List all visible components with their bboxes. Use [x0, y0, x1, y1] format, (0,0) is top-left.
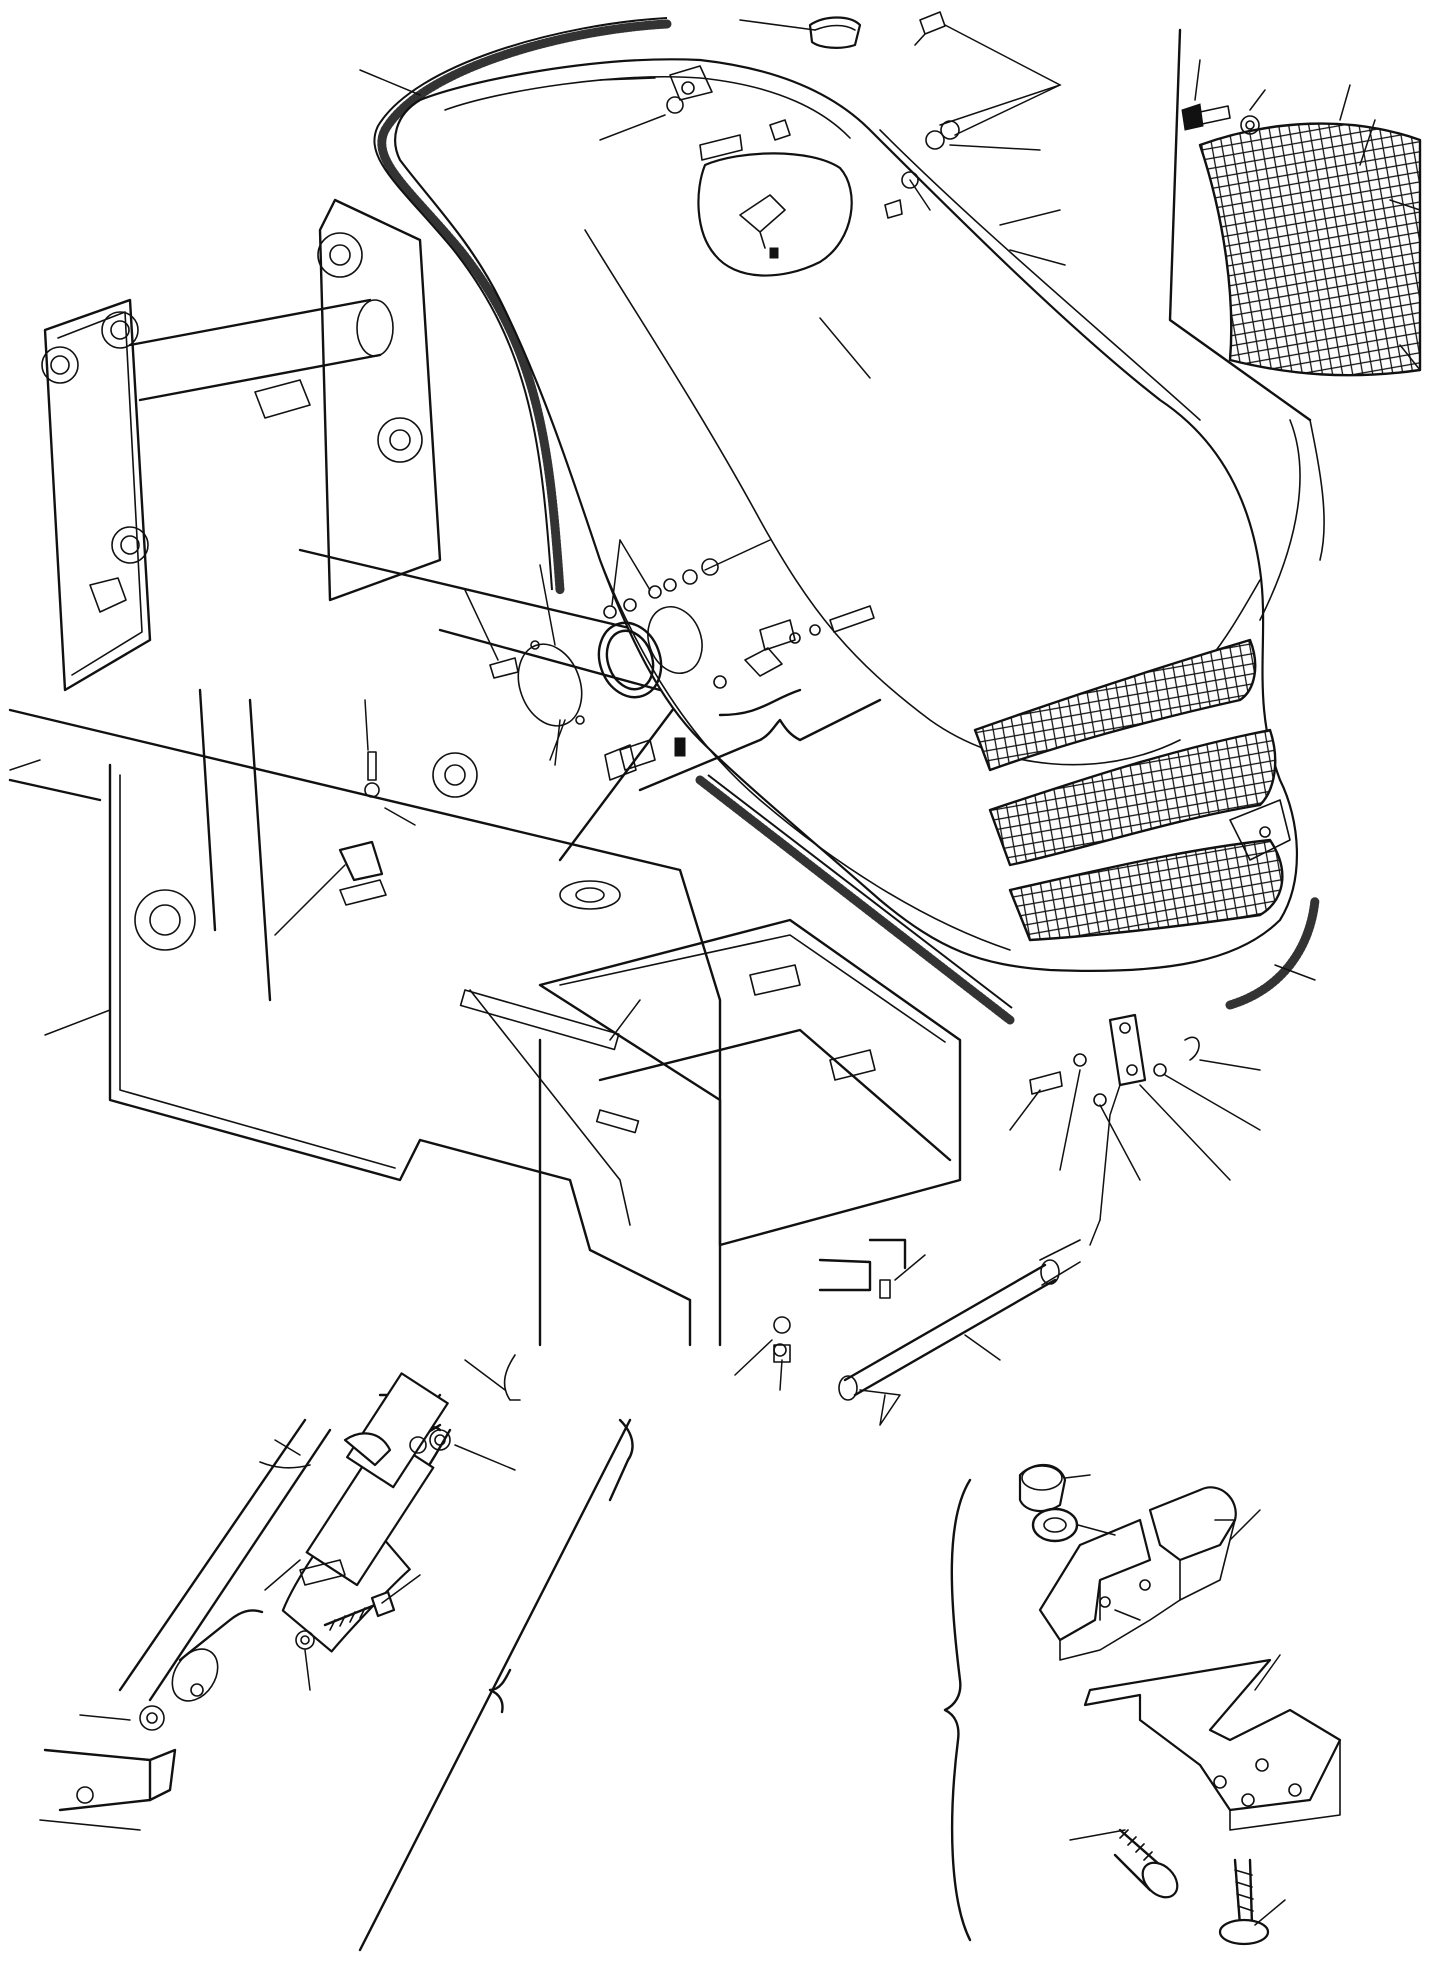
misc-hardware: [773, 11, 960, 1357]
detail-mesh-panel: [1168, 28, 1422, 621]
side-cover-fittings: [338, 558, 882, 906]
latch-screw: [1113, 1828, 1179, 1899]
hood-latch-assembly: [1038, 1486, 1237, 1661]
leader-lines: [9, 19, 1421, 1926]
hood-hinge-rod: [773, 1013, 1200, 1401]
chassis-frame: [8, 198, 962, 1347]
front-grille-mesh: [973, 638, 1291, 942]
latch-nut: [1018, 1463, 1079, 1543]
bonnet-catch-inset: [1018, 1463, 1342, 1946]
countersunk-screw: [1218, 1858, 1270, 1946]
hood-seal-strip: [373, 17, 1320, 1025]
latch-bracket: [1083, 1658, 1342, 1831]
grouping-braces: [358, 1418, 972, 1952]
gas-strut: [39, 1354, 521, 1831]
